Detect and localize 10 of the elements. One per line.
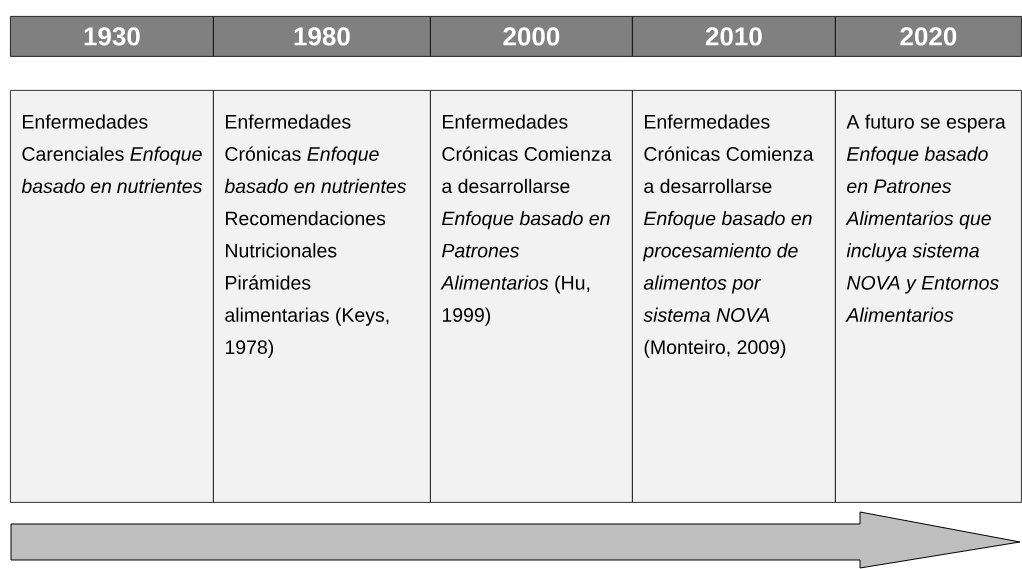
period-box: Enfermedades Carenciales Enfoque basado en nutrientes [10,90,214,503]
year-header: 2020 [835,16,1022,57]
period-box: Enfermedades Crónicas Comienza a desarrollarse Enfoque basado en Patrones Alimentarios (Hu, 1999) [430,90,633,503]
year-header: 2010 [632,16,836,57]
period-box: A futuro se espera Enfoque basado en Patrones Alimentarios que incluya sistema NOVA y Entornos Alimentarios [835,90,1022,503]
period-box: Enfermedades Crónicas Enfoque basado en nutrientes Recomendaciones Nutricionales Pirámides alimentarias (Keys, 1978) [213,90,431,503]
period-box: Enfermedades Crónicas Comienza a desarrollarse Enfoque basado en procesamiento de alimentos por sistema NOVA (Monteiro, 2009) [632,90,836,503]
year-header: 2000 [430,16,633,57]
year-header: 1980 [213,16,431,57]
year-header: 1930 [10,16,214,57]
